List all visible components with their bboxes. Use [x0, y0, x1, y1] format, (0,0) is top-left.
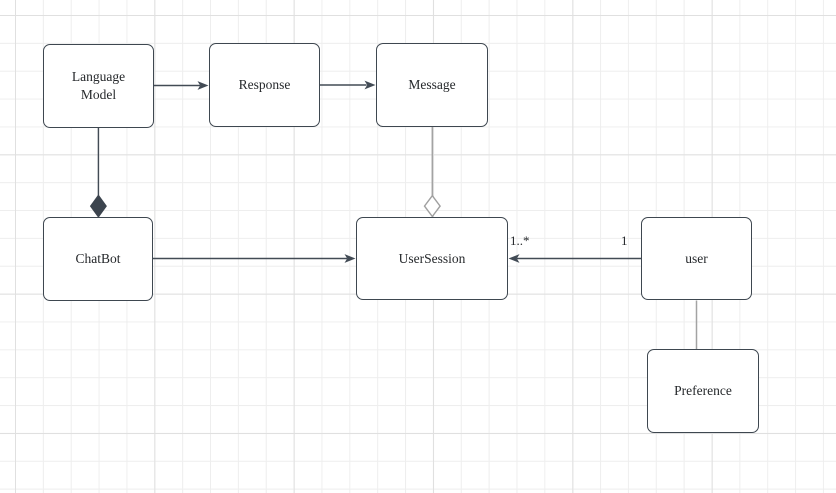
arrowhead-right-icon [364, 80, 376, 90]
class-box-chatbot[interactable]: ChatBot [43, 217, 153, 301]
class-label: Language Model [71, 69, 126, 102]
class-label: ChatBot [75, 251, 121, 267]
class-box-usersession[interactable]: UserSession [356, 217, 508, 300]
edge-languagemodel-response[interactable] [154, 81, 209, 90]
class-box-user[interactable]: user [641, 217, 752, 300]
edge-message-usersession-aggregation[interactable] [423, 127, 441, 218]
multiplicity-label-user[interactable]: 1 [621, 233, 628, 248]
composition-diamond-icon [89, 194, 107, 218]
class-box-message[interactable]: Message [376, 43, 488, 127]
class-label: Preference [674, 383, 732, 399]
edge-languagemodel-chatbot-composition[interactable] [89, 128, 107, 218]
class-label: Message [408, 77, 456, 93]
class-label: user [685, 250, 708, 266]
edge-user-usersession[interactable] [508, 254, 642, 263]
edge-chatbot-usersession[interactable] [153, 254, 356, 263]
arrowhead-right-icon [197, 81, 209, 90]
edge-response-message[interactable] [320, 80, 376, 90]
multiplicity-label-usersession[interactable]: 1..* [510, 233, 530, 248]
class-box-language-model[interactable]: Language Model [43, 44, 154, 128]
arrowhead-right-icon [344, 254, 356, 263]
class-label: UserSession [398, 250, 466, 266]
class-box-preference[interactable]: Preference [647, 349, 759, 433]
class-box-response[interactable]: Response [209, 43, 320, 127]
arrowhead-left-icon [508, 254, 520, 263]
class-label: Response [238, 77, 291, 93]
aggregation-diamond-icon [423, 194, 441, 218]
